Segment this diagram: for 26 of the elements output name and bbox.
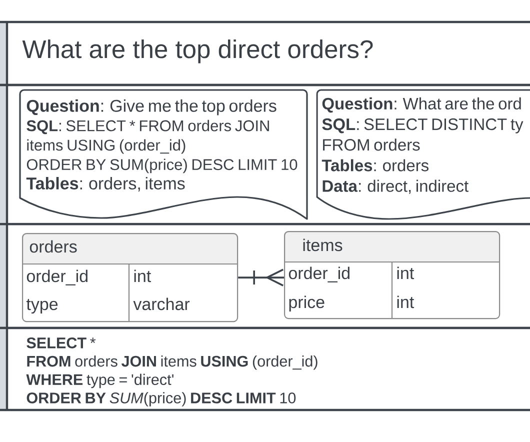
row-frame: [0, 222, 530, 330]
data-type: varchar: [133, 298, 190, 310]
code-line: SELECT*: [26, 338, 96, 348]
column-name: type: [26, 299, 58, 314]
note-text: Question: What are the ord: [322, 97, 521, 113]
table-header: orders: [22, 233, 237, 264]
note-text: Tables: orders, items: [26, 177, 185, 192]
column-name: price: [289, 296, 324, 312]
data-type: int: [134, 270, 152, 282]
relationship-line: [237, 268, 285, 286]
note-text: SQL: SELECT DISTINCT ty FROM orders: [322, 118, 524, 151]
column-name: order_id: [288, 266, 350, 282]
code-line: WHERE type = 'direct': [26, 374, 174, 388]
note-text: Data: direct, indirect: [322, 180, 468, 194]
note-text: ORDER BY SUM(price) DESC LIMIT 10: [26, 158, 298, 174]
note-text: Tables: orders: [322, 159, 428, 172]
note-text: Question: Give me the top orders: [26, 99, 276, 116]
code-line: FROM orders JOIN items USING (order_id): [27, 355, 318, 370]
table-header: items: [284, 231, 499, 262]
data-type: int: [397, 296, 414, 308]
code-line: ORDER BY SUM(price) DESC LIMIT 10: [26, 392, 296, 406]
column-name: order_id: [26, 270, 88, 286]
row-frame: [0, 84, 530, 226]
heading: What are the top direct orders?: [22, 40, 373, 64]
data-type: int: [397, 266, 414, 280]
note-text: SQL: SELECT * FROM orders JOIN items USING (order_id): [26, 120, 269, 154]
